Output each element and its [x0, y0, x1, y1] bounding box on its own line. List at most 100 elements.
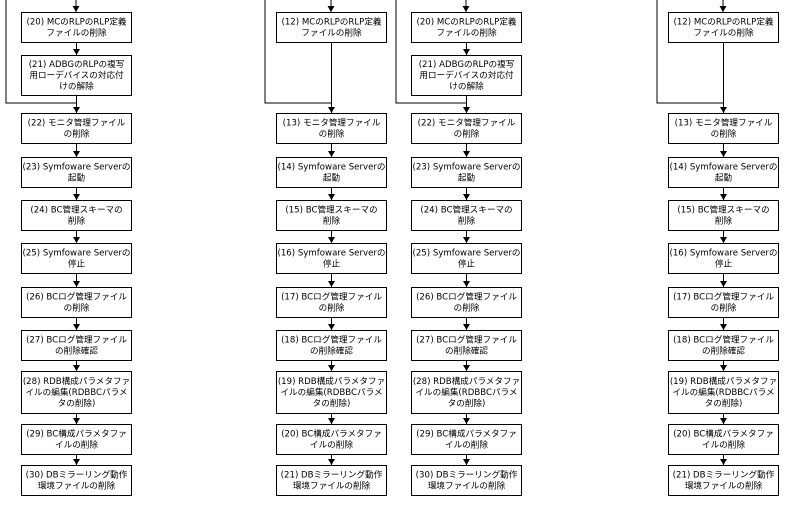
step-box-frame — [21, 371, 132, 414]
step-label: ファイルの削除 — [693, 27, 754, 39]
step-label: (21) ADBGのRLPの複写 — [29, 58, 125, 70]
arrow-head — [463, 151, 470, 157]
step-box-frame — [668, 287, 779, 318]
step-box-frame — [411, 371, 522, 414]
step-box-frame — [411, 330, 522, 361]
arrow-head — [463, 459, 470, 465]
step-label: (20) BC構成パラメタファ — [673, 428, 774, 440]
bypass-line — [264, 0, 331, 104]
step-label: (13) モニタ管理ファイル — [675, 117, 773, 129]
step-label: (30) DBミラーリング動作 — [26, 469, 128, 481]
step-label: の削除確認 — [702, 345, 745, 357]
arrow-head — [463, 418, 470, 424]
arrow-head — [328, 237, 335, 243]
step-label: 起動 — [323, 173, 341, 184]
arrow-head — [327, 6, 335, 12]
step-box-frame — [668, 424, 779, 455]
step-box-frame — [21, 200, 132, 231]
arrow-head — [720, 237, 727, 243]
step-label: タの削除) — [313, 397, 351, 409]
step-box-frame — [276, 330, 387, 361]
step-label: タの削除) — [448, 397, 486, 409]
step-label: (28) RDB構成パラメタファ — [23, 375, 130, 387]
step-box-frame — [411, 200, 522, 231]
step-label: の削除 — [711, 302, 737, 314]
step-label: 環境ファイルの削除 — [685, 480, 763, 492]
step-box-frame — [276, 113, 387, 144]
step-label: の削除 — [454, 302, 480, 314]
arrow-head — [463, 49, 470, 55]
bypass-line — [5, 0, 76, 104]
step-box-frame — [668, 243, 779, 274]
step-box-frame — [21, 424, 132, 455]
step-label: 停止 — [68, 258, 86, 270]
arrow-head — [463, 324, 470, 330]
arrow-head — [463, 281, 470, 287]
step-label: (15) BC管理スキーマの — [285, 204, 377, 216]
step-box-frame — [21, 465, 132, 496]
step-box-frame — [668, 330, 779, 361]
step-label: (17) BCログ管理ファイル — [281, 291, 382, 303]
step-label: けの解除 — [59, 80, 94, 92]
step-label: 削除 — [715, 215, 733, 227]
step-label: ファイルの削除 — [301, 27, 362, 39]
arrow-head — [328, 324, 335, 330]
step-label: (23) Symfoware Serverの — [412, 163, 520, 173]
step-box-frame — [21, 243, 132, 274]
arrow-head — [720, 194, 727, 200]
step-label: 環境ファイルの削除 — [38, 480, 116, 492]
arrow-head — [328, 418, 335, 424]
step-label: イルの編集(RDBBCパラメ — [672, 386, 774, 398]
step-label: (25) Symfoware Serverの — [412, 249, 520, 259]
step-label: (18) BCログ管理ファイル — [281, 334, 382, 346]
arrow-head — [73, 194, 80, 200]
step-box-frame — [411, 55, 522, 96]
step-label: 削除 — [323, 215, 341, 227]
step-box-frame — [276, 12, 387, 43]
arrow-head — [73, 324, 80, 330]
step-label: (13) モニタ管理ファイル — [283, 117, 381, 129]
step-label: イルの編集(RDBBCパラメ — [280, 386, 382, 398]
step-box-frame — [411, 157, 522, 188]
step-label: (28) RDB構成パラメタファ — [413, 375, 520, 387]
arrow-head — [720, 151, 727, 157]
arrow-head — [463, 365, 470, 371]
step-label: 削除 — [68, 215, 86, 227]
step-box-frame — [21, 55, 132, 96]
step-label: (20) MCのRLPのRLP定義 — [416, 16, 516, 28]
step-label: (16) Symfoware Serverの — [669, 249, 777, 259]
step-box-frame — [411, 113, 522, 144]
step-box-frame — [668, 12, 779, 43]
step-label: の削除 — [64, 302, 90, 314]
step-label: の削除確認 — [55, 345, 98, 357]
step-label: (21) DBミラーリング動作 — [673, 469, 775, 481]
arrow-head — [328, 194, 335, 200]
step-label: (26) BCログ管理ファイル — [416, 291, 517, 303]
step-label: (29) BC構成パラメタファ — [26, 428, 127, 440]
step-label: (22) モニタ管理ファイル — [418, 117, 516, 129]
arrow-head — [720, 365, 727, 371]
step-label: の削除確認 — [310, 345, 353, 357]
step-label: (12) MCのRLPのRLP定義 — [281, 16, 381, 28]
step-label: (14) Symfoware Serverの — [669, 163, 777, 173]
step-label: (29) BC構成パラメタファ — [416, 428, 517, 440]
step-label: (30) DBミラーリング動作 — [416, 469, 518, 481]
arrow-head — [73, 151, 80, 157]
step-box-frame — [21, 287, 132, 318]
